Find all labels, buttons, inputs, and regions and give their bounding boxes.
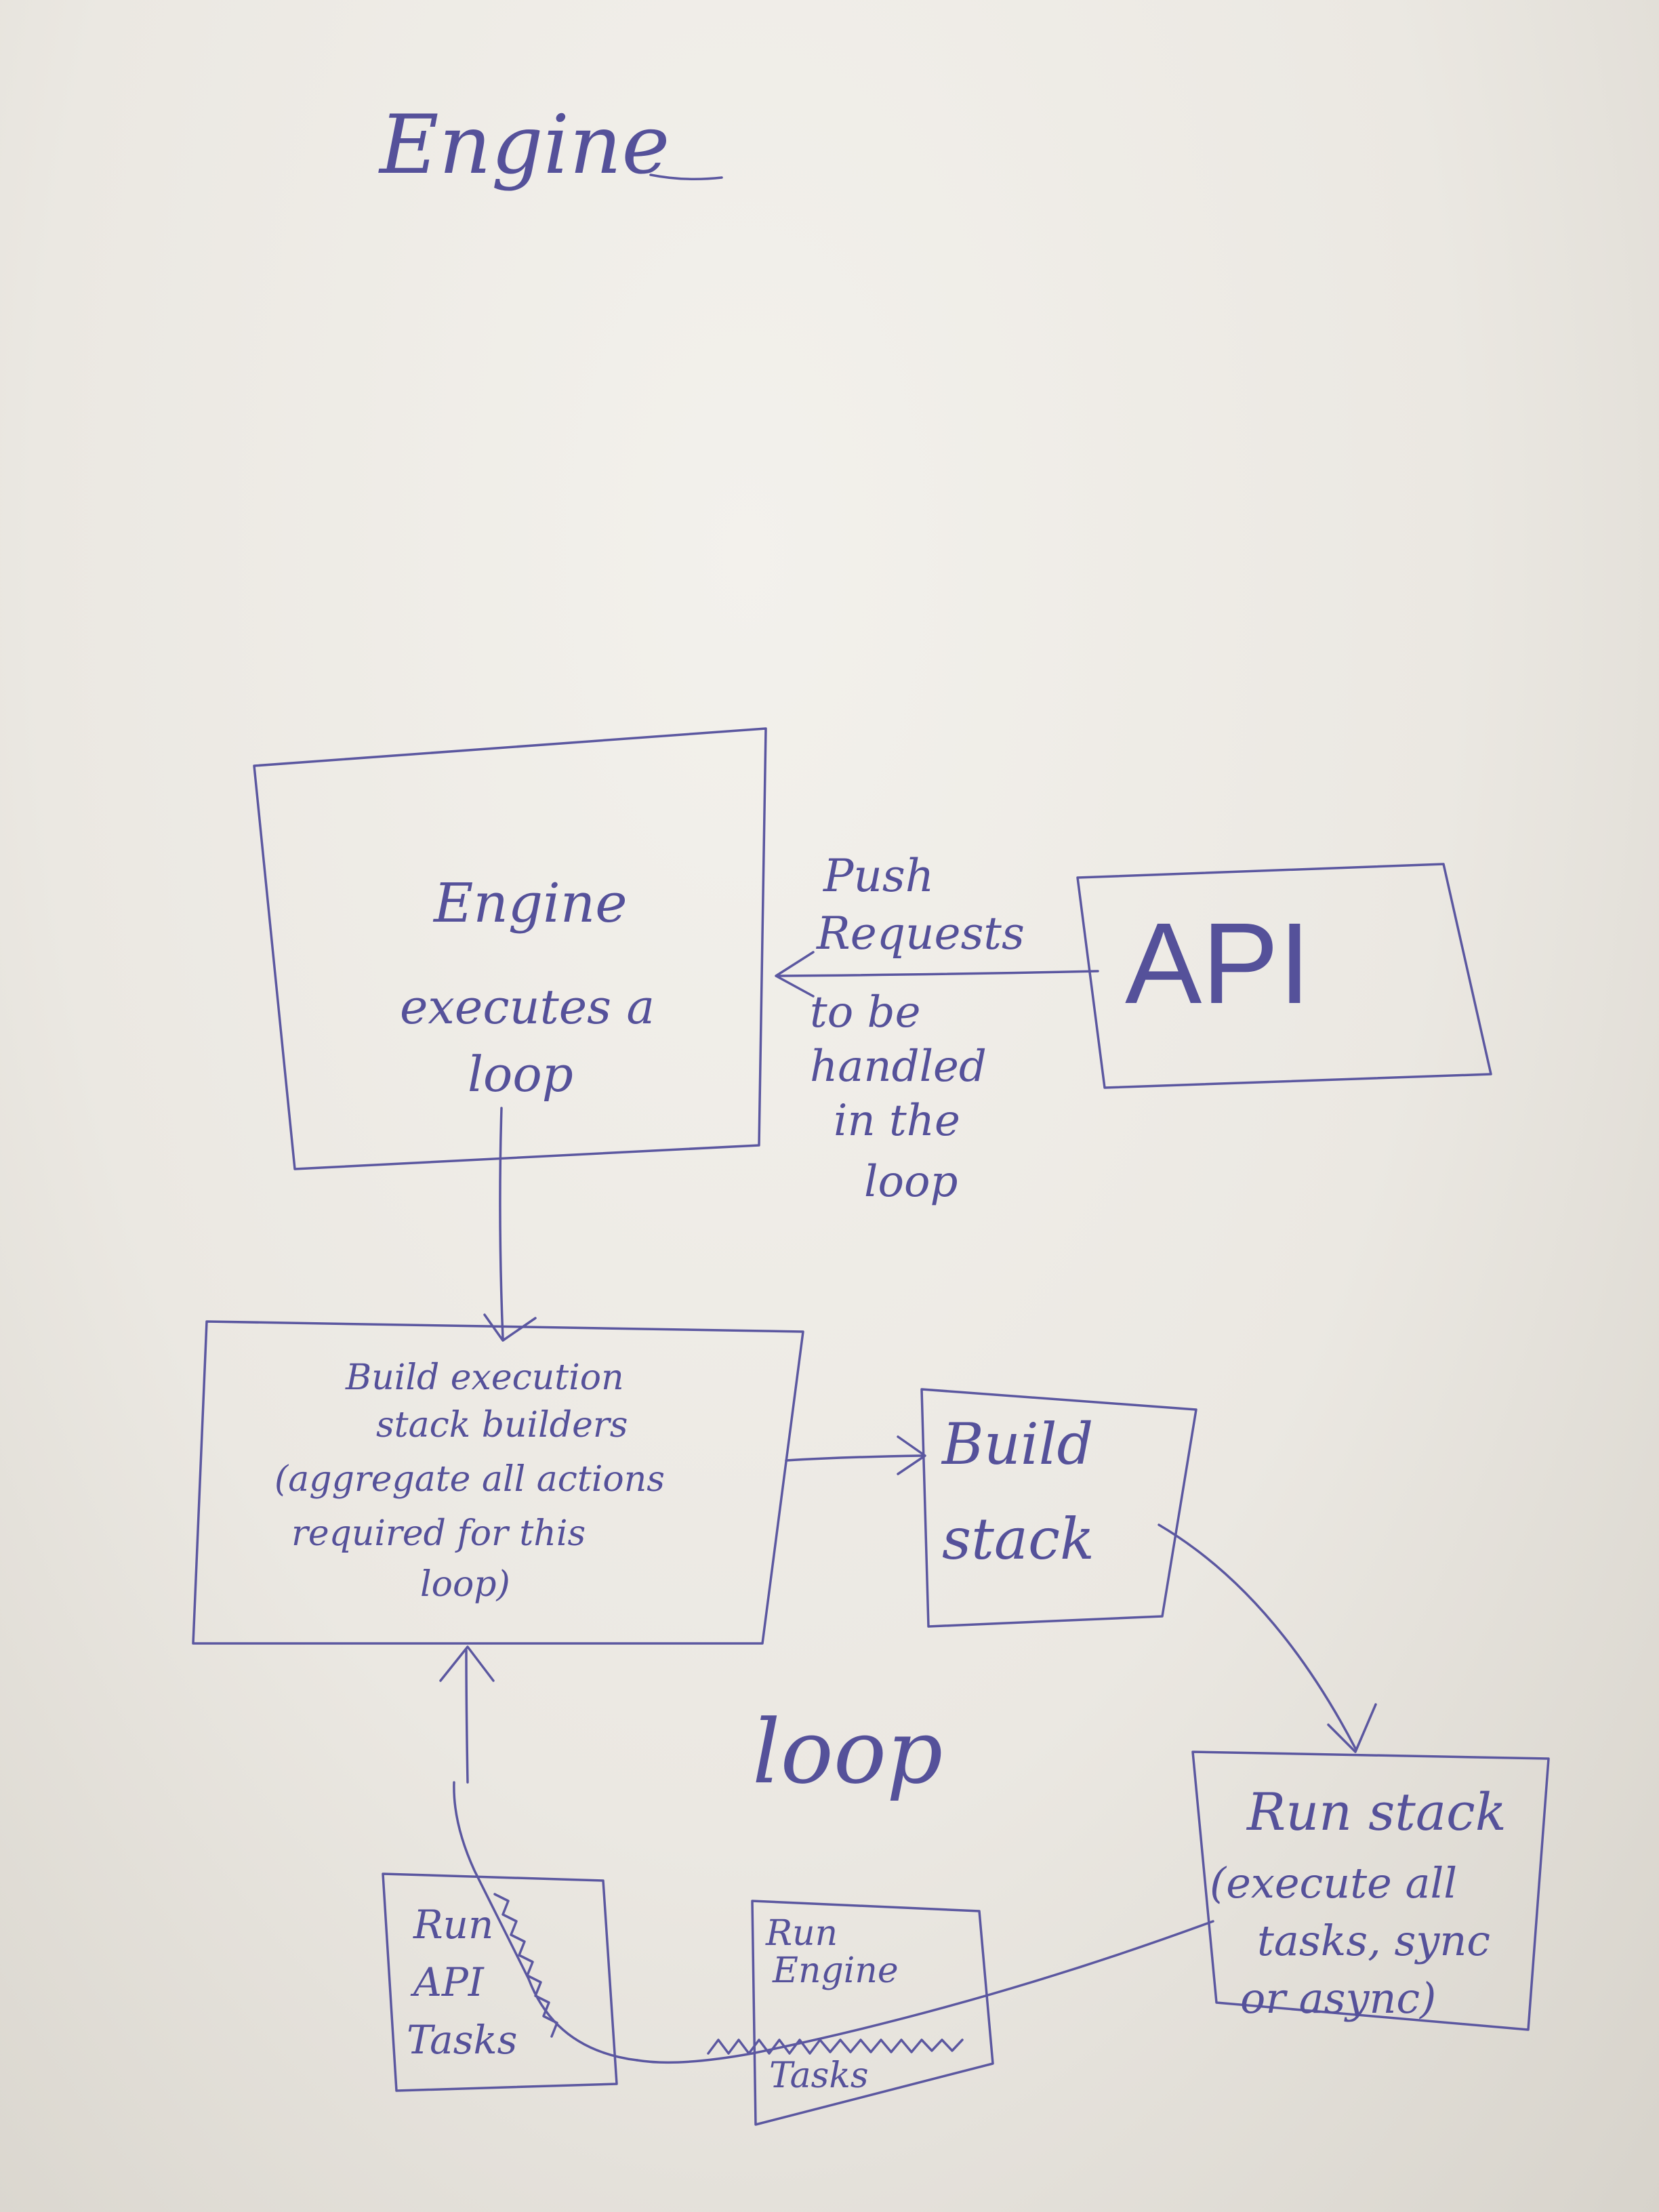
push-label-4: handled	[810, 1042, 987, 1092]
loop-back-line-right	[636, 1920, 1214, 2064]
engine-line-3: loop	[468, 1046, 573, 1103]
edge-build-stack-to-run-stack	[1158, 1523, 1377, 1753]
run-engine-tasks-line-3: Tasks	[769, 2055, 869, 2096]
builders-line-3: (aggregate all actions	[274, 1459, 665, 1500]
loop-label: loop	[752, 1700, 943, 1803]
node-run-api-tasks: Run API Tasks	[382, 1872, 618, 2092]
api-label: API	[1125, 899, 1311, 1028]
builders-line-1: Build execution	[345, 1357, 624, 1398]
run-stack-box	[1191, 1750, 1550, 2031]
run-engine-tasks-line-1: Run	[765, 1913, 838, 1954]
loop-back-line-left	[453, 1781, 638, 2062]
edge-builders-to-build-stack	[785, 1435, 926, 1475]
loop-back-squiggle-api	[493, 1893, 558, 2038]
api-box	[1076, 863, 1492, 1089]
builders-line-2: stack builders	[376, 1405, 628, 1446]
build-stack-down-line	[1158, 1523, 1357, 1750]
node-engine: Engine executes a loop	[253, 727, 767, 1170]
engine-down-head	[483, 1313, 537, 1342]
run-engine-tasks-box	[751, 1900, 994, 2126]
loop-back-up-head	[439, 1645, 495, 1682]
engine-box	[253, 727, 767, 1170]
run-engine-tasks-line-2: Engine	[772, 1950, 899, 1991]
push-arrow-head	[775, 951, 815, 998]
run-api-tasks-line-2: API	[410, 1959, 485, 2005]
node-run-stack: Run stack (execute all tasks, sync or as…	[1191, 1750, 1550, 2031]
push-label-6: loop	[864, 1157, 958, 1207]
run-stack-line-1: Run stack	[1246, 1782, 1507, 1842]
engine-line-2: executes a	[400, 979, 655, 1035]
loop-back-up-line	[465, 1649, 469, 1784]
builders-right-head	[897, 1435, 926, 1475]
builders-right-line	[785, 1454, 923, 1462]
run-api-tasks-box	[382, 1872, 618, 2092]
run-stack-line-3: tasks, sync	[1257, 1916, 1490, 1965]
diagram-title: Engine	[378, 98, 670, 192]
push-label-5: in the	[834, 1096, 960, 1146]
node-build-stack: Build stack	[920, 1388, 1197, 1628]
node-run-engine-tasks: Run Engine Tasks	[751, 1900, 994, 2126]
edge-run-stack-loop-back	[439, 1645, 1214, 2064]
run-stack-line-4: or async)	[1240, 1973, 1436, 2023]
builders-line-4: required for this	[291, 1513, 586, 1554]
node-builders: Build execution stack builders (aggregat…	[192, 1320, 804, 1645]
run-api-tasks-line-3: Tasks	[407, 2017, 517, 2063]
engine-down-line	[499, 1107, 504, 1340]
build-stack-box	[920, 1388, 1197, 1628]
push-arrow-line	[778, 970, 1099, 977]
builders-box	[192, 1320, 804, 1645]
loop-back-squiggle-engine	[707, 2039, 964, 2055]
run-api-tasks-line-1: Run	[413, 1902, 493, 1948]
builders-line-5: loop)	[420, 1564, 510, 1605]
edge-engine-to-builders	[483, 1107, 537, 1342]
run-stack-line-2: (execute all	[1210, 1858, 1457, 1908]
title-underline-flourish	[649, 173, 723, 180]
engine-line-1: Engine	[432, 872, 628, 935]
build-stack-line-1: Build	[941, 1411, 1093, 1477]
push-label-1: Push	[823, 850, 934, 902]
push-label-2: Requests	[816, 907, 1025, 960]
build-stack-line-2: stack	[942, 1506, 1094, 1572]
node-api: API	[1076, 863, 1492, 1089]
build-stack-down-head	[1327, 1703, 1377, 1753]
push-label-3: to be	[810, 987, 920, 1038]
edge-api-to-engine: Push Requests to be handled in the loop	[775, 850, 1099, 1207]
